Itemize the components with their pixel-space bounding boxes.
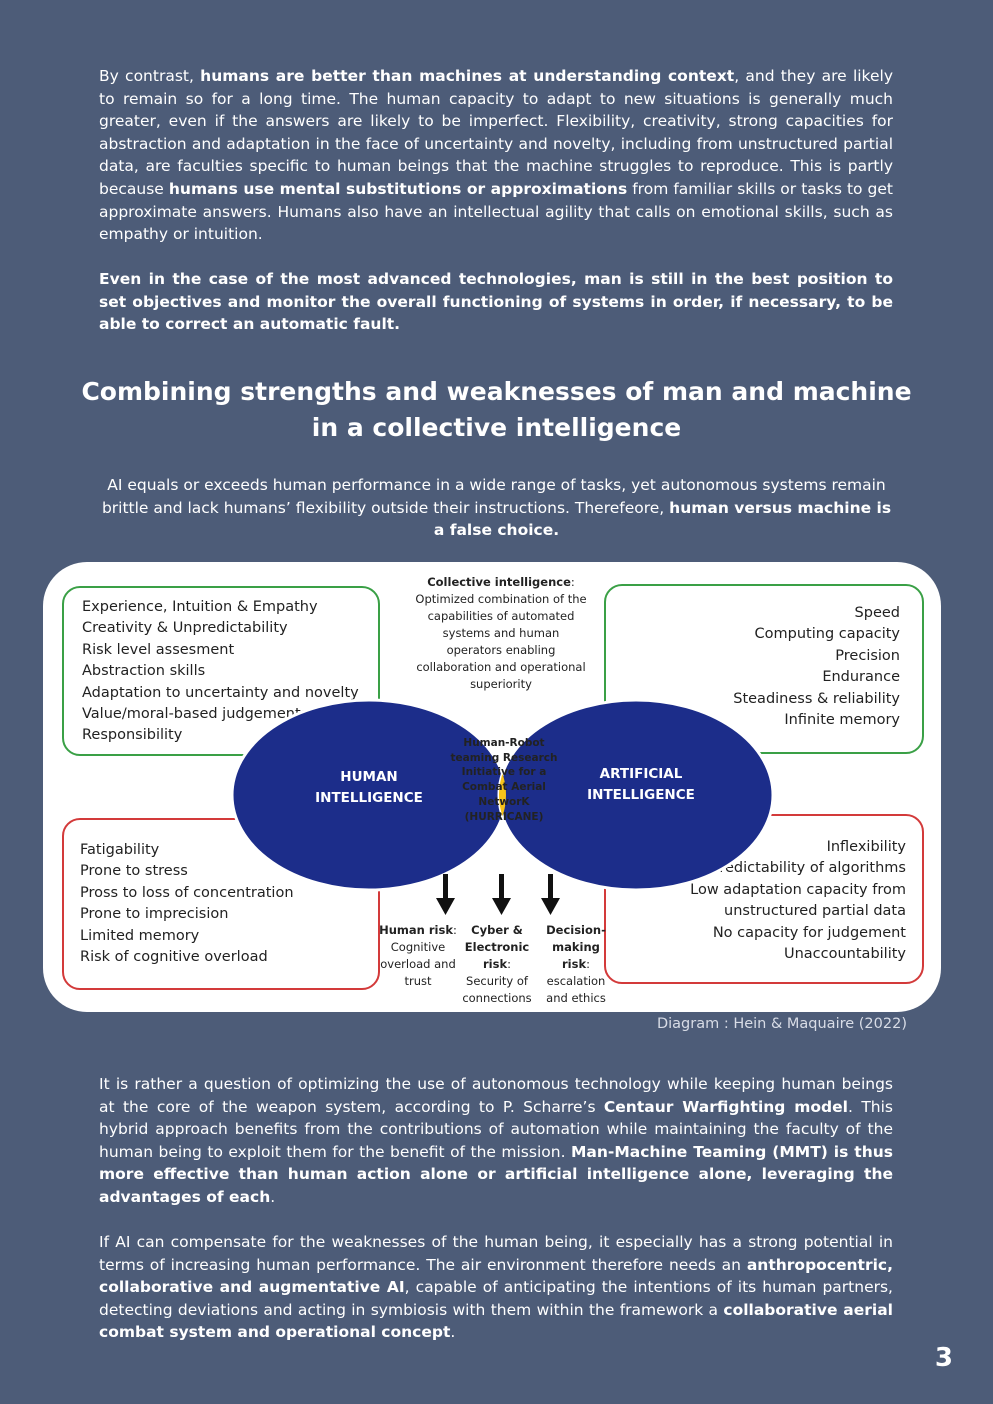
hurricane-line: Human-Robot [463, 737, 545, 749]
list-item: unstructured partial data [724, 903, 906, 920]
list-item: Prone to stress [80, 863, 188, 880]
venn-ellipses [230, 698, 775, 892]
list-item: Computing capacity [754, 626, 900, 643]
list-item: Adaptation to uncertainty and novelty [82, 684, 359, 701]
cyber-risk-label: Cyber & Electronic risk:Security of conn… [462, 923, 532, 1005]
list-item: Low adaptation capacity from [690, 881, 906, 898]
list-item: Inflexibility [826, 839, 906, 855]
human-risk-label: Human risk:Cognitive overload and trust [379, 923, 457, 988]
list-item: Experience, Intuition & Empathy [82, 599, 318, 615]
hurricane-line: (HURRICANE) [464, 810, 544, 823]
paragraph-humans-context: By contrast, humans are better than mach… [99, 67, 893, 244]
list-item: Infinite memory [784, 712, 900, 729]
list-item: Responsibility [82, 727, 183, 744]
list-item: Endurance [822, 669, 900, 686]
hurricane-line: Initiative for a [461, 766, 547, 779]
list-item: Limited memory [80, 927, 200, 944]
list-item: Risk of cognitive overload [80, 949, 268, 966]
list-item: Creativity & Unpredictability [82, 620, 288, 637]
paragraph-augmentative-ai: If AI can compensate for the weaknesses … [99, 1233, 893, 1342]
hurricane-line: teaming Research [450, 751, 558, 764]
list-item: Precision [835, 647, 900, 664]
arrow-down-icon [541, 874, 560, 915]
hurricane-line: NetworK [478, 795, 530, 808]
diagram-credit: Diagram : Hein & Maquaire (2022) [656, 1016, 907, 1032]
collective-intelligence-caption: Collective intelligence: Optimized combi… [415, 575, 587, 691]
list-item: No capacity for judgement [712, 924, 906, 941]
list-item: Unaccountability [783, 946, 906, 963]
list-item: Fatigability [80, 842, 160, 858]
page-number: 3 [934, 1343, 953, 1373]
paragraph-centaur-model: It is rather a question of optimizing th… [99, 1075, 893, 1206]
intro-paragraph: AI equals or exceeds human performance i… [101, 476, 892, 540]
list-item: Risk level assesment [82, 641, 235, 658]
arrow-down-icon [436, 874, 455, 915]
hurricane-line: Combat Aerial [462, 781, 546, 794]
list-item: Prone to imprecision [80, 906, 229, 923]
list-item: Abstraction skills [82, 663, 206, 680]
arrow-down-icon [492, 874, 511, 915]
list-item: Value/moral-based judgements [82, 706, 309, 723]
decision-risk-label: Decision-making risk:escalation and ethi… [546, 923, 606, 1005]
list-item: Speed [854, 605, 900, 621]
list-item: Predictability of algorithms [710, 860, 906, 877]
list-item: Pross to loss of concentration [80, 884, 294, 901]
section-heading: Combining strengths and weaknesses of ma… [81, 377, 912, 442]
paragraph-man-best-position: Even in the case of the most advanced te… [99, 270, 893, 334]
list-item: Steadiness & reliability [733, 690, 900, 707]
